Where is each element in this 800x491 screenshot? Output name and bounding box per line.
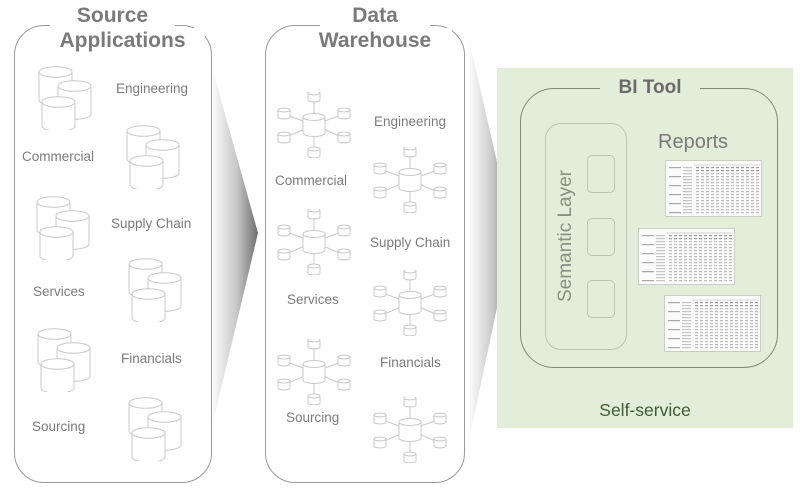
source-label-financials: Financials <box>121 351 182 366</box>
star-schema-icon <box>373 397 447 463</box>
data-warehouse-title-line2: Warehouse <box>298 28 452 53</box>
semantic-object-3 <box>587 280 615 318</box>
report-table-icon <box>668 299 759 349</box>
warehouse-label-engineering: Engineering <box>374 114 447 129</box>
report-thumbnail-2[interactable] <box>638 228 735 285</box>
source-label-services: Services <box>33 284 85 299</box>
star-schema-icon <box>277 339 351 405</box>
report-table-icon <box>642 232 733 282</box>
star-schema-icon <box>373 147 447 213</box>
semantic-object-1 <box>587 155 615 193</box>
title-line-1: Source <box>76 4 149 27</box>
bi-tool-title: BI Tool <box>600 76 700 100</box>
database-stack-icon <box>36 196 90 260</box>
report-thumbnail-3[interactable] <box>664 295 761 352</box>
database-stack-icon <box>38 66 92 130</box>
warehouse-label-sourcing: Sourcing <box>286 410 340 425</box>
self-service-label: Self-service <box>599 400 691 420</box>
reports-label: Reports <box>658 131 729 153</box>
title-line-2: Warehouse <box>318 29 432 52</box>
warehouse-label-commercial: Commercial <box>275 173 348 188</box>
report-thumbnail-1[interactable] <box>665 160 762 217</box>
semantic-layer-label: Semantic Layer <box>555 169 576 303</box>
database-stack-icon <box>128 397 182 461</box>
star-schema-icon <box>277 92 351 158</box>
source-applications-title-line2: Applications <box>40 28 205 53</box>
data-warehouse-panel <box>265 25 465 483</box>
semantic-layer-box <box>545 123 627 350</box>
source-label-commercial: Commercial <box>22 149 95 164</box>
source-label-sourcing: Sourcing <box>32 419 86 434</box>
flow-arrow-warehouse-to-bi <box>468 35 513 445</box>
title-line-2: Applications <box>59 29 186 52</box>
source-label-supply-chain: Supply Chain <box>111 216 192 231</box>
data-warehouse-title: Data <box>320 3 430 28</box>
semantic-object-2 <box>587 218 615 256</box>
source-applications-title: Source <box>50 3 175 28</box>
warehouse-label-services: Services <box>287 292 339 307</box>
database-stack-icon <box>128 258 182 322</box>
flow-arrow-source-to-warehouse <box>210 60 258 435</box>
database-stack-icon <box>37 328 91 392</box>
report-table-icon <box>669 164 760 214</box>
source-label-engineering: Engineering <box>116 81 189 96</box>
title-line-1: Data <box>352 4 398 27</box>
database-stack-icon <box>126 125 180 189</box>
star-schema-icon <box>373 270 447 336</box>
star-schema-icon <box>277 209 351 275</box>
warehouse-label-financials: Financials <box>380 355 441 370</box>
warehouse-label-supply-chain: Supply Chain <box>370 235 451 250</box>
